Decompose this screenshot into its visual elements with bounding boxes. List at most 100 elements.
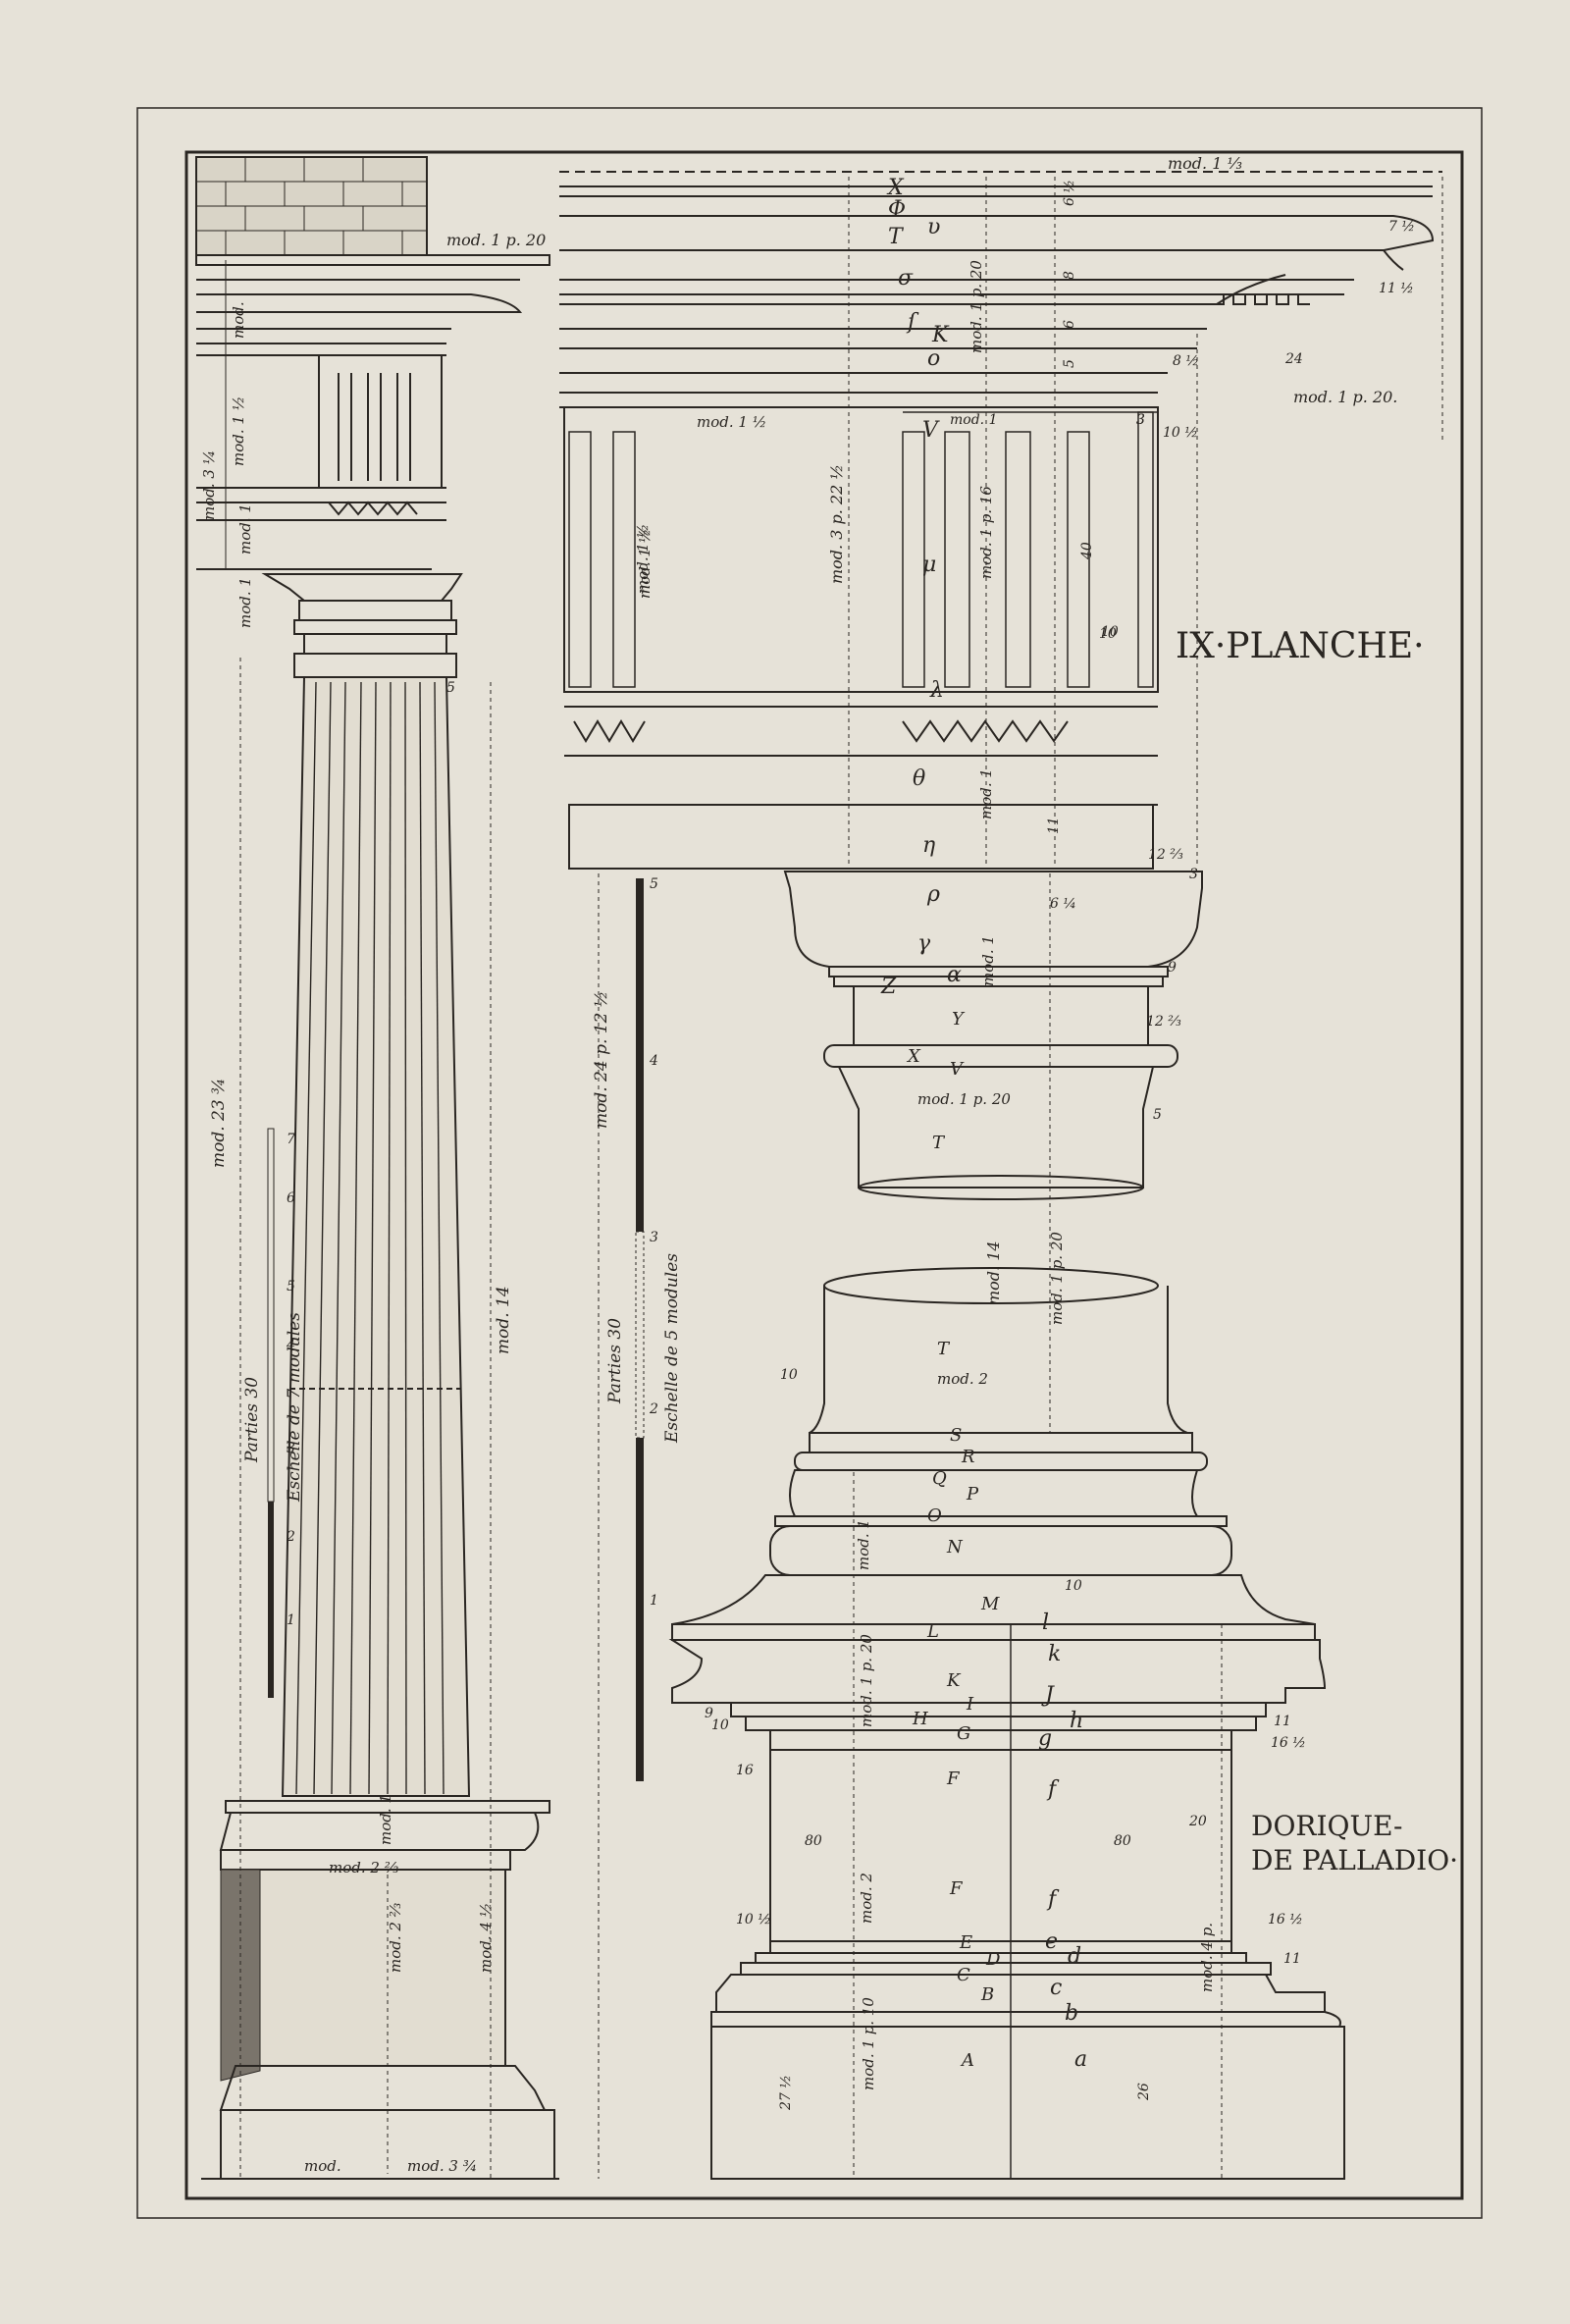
dim-left-plinth-bottom: mod. [304,2157,341,2175]
dim-pedestal-p20: mod. 1 p. 20 [858,1634,875,1727]
letter: a [1074,2047,1087,2072]
dim-shaft-upper: mod. 2 [937,1370,988,1388]
middle-scale-ticks: 1 2 3 4 5 [649,876,658,1609]
dim-entablature-total: mod. 3 p. 22 ½ [827,464,846,584]
left-column-shaft [281,676,471,1797]
num-tri-3: 3 [1136,412,1145,428]
letter: K [946,1670,962,1691]
letter: Φ [888,197,906,222]
letter: e [1045,1929,1058,1954]
num-tri-40: 40 [1079,542,1095,560]
letter: ο [927,346,940,371]
letter: l [1042,1611,1049,1635]
num-base-9: 9 [705,1706,713,1721]
letter: M [980,1594,1000,1614]
dim-left-mod-b: mod. 1 [236,577,254,628]
cornice-letters: X Φ T υ σ ſ K ο V μ λ θ η ρ γ Z α [880,176,962,999]
num-base-16a: 16 ½ [1271,1735,1306,1751]
plate-subtitle-line2: DE PALLADIO· [1251,1844,1458,1876]
num-cap-3: 3 [1189,867,1198,882]
pedestal-right-letters: l k J h g f f e d c b a [1038,1611,1087,2072]
middle-scale-tick: 2 [649,1401,658,1417]
dim-left-base-mod: mod. 1 [377,1794,394,1845]
dim-shaft-height-right: mod. 14 [984,1241,1003,1305]
middle-scale-tick: 4 [649,1053,658,1069]
dim-frieze-left: mod. 1 ½ [634,524,652,594]
middle-scale-tick: 5 [650,876,658,892]
letter: γ [917,931,931,956]
left-scale-label-bottom: Eschelle de 7 modules [285,1312,304,1503]
letter: V [922,418,940,443]
middle-scale-tick: 3 [650,1230,658,1245]
num-cap-10: 10 [1099,626,1117,642]
num-shaft-5: 5 [1153,1107,1162,1123]
num-base-16b: 16 ½ [1268,1912,1303,1928]
dim-pedestal-left-width: mod. 2 ⅔ [387,1903,404,1973]
pedestal-left-letters: M L K I H G F F E D C B A [912,1594,1001,2071]
left-pedestal-die [235,1869,506,2067]
plate-border [184,150,1464,2200]
num-cap-6: 6 ¼ [1050,896,1076,912]
left-elevation [195,156,559,2180]
letter: N [946,1537,964,1558]
left-scale-tick: 5 [287,1279,295,1294]
letter: λ [929,678,944,703]
dim-entablature-top: mod. 1 p. 20 [446,231,546,249]
letter: Z [880,975,897,999]
num-die-20: 20 [1188,1814,1207,1829]
num-base-10b: 10 [711,1717,729,1733]
letter: h [1070,1709,1083,1733]
num-cap-12: 12 ⅔ [1148,847,1183,863]
dim-base-mod: mod. 1 [855,1519,872,1570]
middle-scale-label-bottom: Eschelle de 5 modules [662,1253,682,1444]
num-corn-7: 7 ½ [1388,219,1415,235]
num-corn-11: 11 ½ [1379,281,1414,296]
letter: V [950,1059,965,1080]
num-tri-11: 11 [1046,817,1062,834]
num-plinth-27: 27 ½ [778,2075,794,2111]
num-plinth-26: 26 [1136,2083,1152,2101]
num-base-10a: 10 ½ [736,1912,771,1928]
letter: Q [932,1468,947,1489]
right-triglyphs [568,411,1158,688]
dim-metope-mid: mod. 1 [950,412,997,428]
letter: F [946,1769,961,1789]
dim-capital-mod: mod. 1 p. 20 [1048,1232,1066,1325]
letter: μ [922,553,936,577]
num-cap-12b: 12 ⅔ [1146,1014,1181,1030]
letter: k [1048,1642,1061,1666]
dim-cornice-right: mod. 1 p. 20. [1293,388,1397,406]
letter: P [966,1484,979,1505]
num-corn-6a: 6 ½ [1062,180,1077,206]
dim-cornice-mod: mod. 1 p. 20 [968,260,985,353]
num-corn-24: 24 [1284,351,1303,367]
num-base-10: 10 [1065,1578,1082,1594]
num-corn-8b: 8 [1062,271,1077,280]
dim-left-plinth-mod: mod. 2 ⅔ [329,1859,398,1876]
letter: υ [927,215,940,239]
left-scale-tick: 3 [287,1441,295,1456]
num-base-11: 11 [1283,1951,1301,1967]
num-base-16: 16 [736,1763,754,1778]
num-corn-3: 3 [1136,412,1145,428]
left-scale-tick: 2 [286,1529,295,1545]
num-die-80b: 80 [1114,1833,1131,1849]
letter: C [957,1965,970,1985]
middle-scale-tick: 1 [650,1593,658,1609]
num-corn-5: 5 [1062,359,1077,368]
dim-left-frieze-b: mod. 1 ½ [230,396,247,466]
letter: H [912,1709,928,1729]
dim-cap-mod1: mod. 1 [979,935,997,986]
letter: θ [913,766,925,791]
letter: X [886,176,905,200]
letter: A [960,2050,974,2071]
left-scale-tick: 1 [287,1612,295,1628]
letter: O [927,1505,942,1526]
num-corn-8: 8 ½ [1173,353,1199,369]
dim-plinth-left: mod. 3 ¾ [407,2157,477,2175]
letter: ρ [926,882,940,907]
shaft-letters: T S R Q P O N [927,1339,979,1558]
letter: R [961,1447,975,1467]
dim-frieze-height: mod. 1 ½ [697,413,766,431]
